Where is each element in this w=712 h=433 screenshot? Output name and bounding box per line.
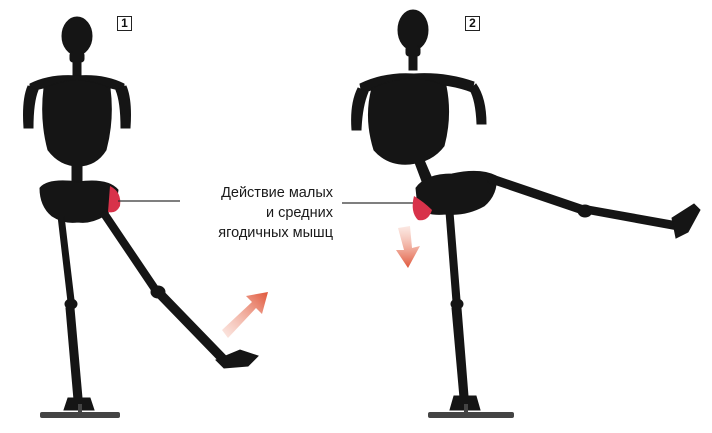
- panel-number-1: 1: [117, 16, 132, 31]
- base-post-1: [78, 404, 82, 414]
- base-plate-2: [428, 412, 514, 418]
- tibia-standing: [452, 308, 468, 398]
- skeleton-2: [352, 10, 700, 410]
- ribcage: [43, 80, 112, 166]
- caption-line-1: Действие малых: [183, 183, 333, 203]
- foot-raised: [672, 204, 700, 238]
- femur-raised: [488, 174, 584, 214]
- left-arm: [352, 88, 368, 130]
- skull: [398, 10, 428, 50]
- base-post-2: [464, 404, 468, 414]
- femur-standing: [58, 216, 74, 302]
- caption-line-2: и средних: [183, 203, 333, 223]
- tibia-standing: [66, 308, 82, 400]
- right-arm: [470, 84, 486, 124]
- skull: [62, 17, 92, 55]
- femur-standing: [446, 212, 460, 302]
- panel-number-2: 2: [465, 16, 480, 31]
- tibia-raised: [588, 206, 678, 230]
- arrow-up-right-icon: [222, 292, 268, 338]
- tibia-raised: [156, 290, 226, 362]
- caption-gluteus-action: Действие малых и средних ягодичных мышц: [183, 183, 333, 243]
- right-arm: [116, 86, 131, 128]
- left-arm: [24, 86, 39, 128]
- arrow-down-icon: [396, 226, 420, 268]
- caption-line-3: ягодичных мышц: [183, 223, 333, 243]
- neck-vertebrae: [409, 54, 417, 70]
- femur-raised: [100, 210, 160, 294]
- neck-vertebrae: [73, 60, 81, 76]
- ribcage: [368, 78, 448, 164]
